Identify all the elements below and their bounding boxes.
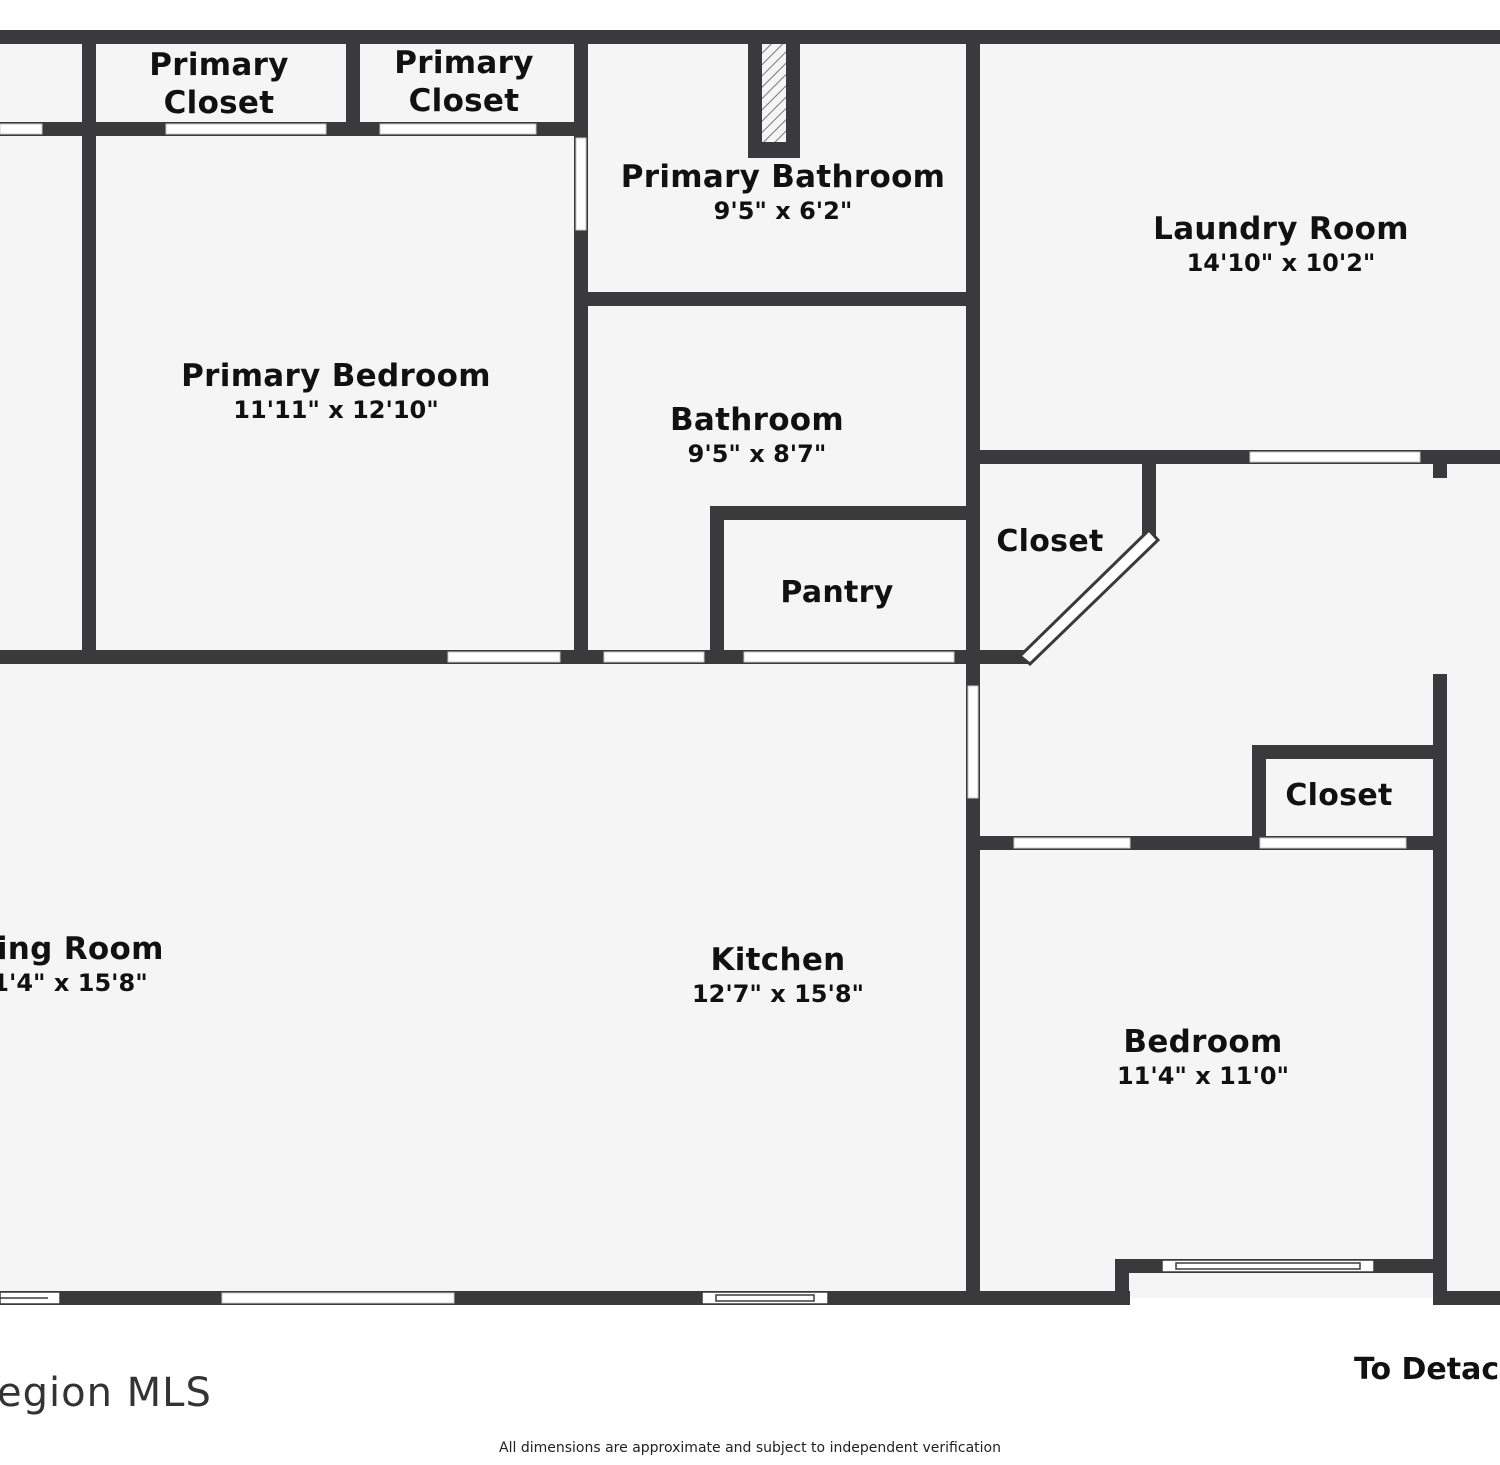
opening-bathroom bbox=[603, 651, 705, 663]
wall-bottom-right bbox=[1433, 1291, 1500, 1305]
closet-hall-name: Closet bbox=[996, 524, 1104, 559]
wall-closet-mid bbox=[346, 36, 360, 136]
kitchen-dims: 12'7" x 15'8" bbox=[691, 980, 865, 1008]
wall-pantry-top bbox=[710, 506, 974, 520]
wall-bottom-left bbox=[0, 1291, 1130, 1305]
label-laundry-room: Laundry Room 14'10" x 10'2" bbox=[1153, 210, 1409, 278]
primary-bathroom-dims: 9'5" x 6'2" bbox=[713, 197, 853, 225]
wall-bump-left bbox=[1115, 1259, 1129, 1305]
window-bedroom-pane bbox=[1175, 1262, 1361, 1270]
opening-primary-bath bbox=[575, 137, 587, 231]
bedroom-dims: 11'4" x 11'0" bbox=[1116, 1062, 1290, 1090]
primary-closet-2-line1: Primary bbox=[394, 45, 534, 81]
label-closet-hall: Closet bbox=[996, 523, 1103, 561]
opening-pantry bbox=[743, 651, 955, 663]
closet-diagonal-door bbox=[1017, 527, 1161, 666]
label-primary-closet-2: Primary Closet bbox=[394, 44, 533, 120]
label-primary-bedroom: Primary Bedroom 11'11" x 12'10" bbox=[181, 357, 491, 425]
primary-closet-1-line1: Primary bbox=[149, 47, 289, 83]
opening-living-bottom bbox=[221, 1292, 455, 1304]
watermark: Region MLS bbox=[0, 1370, 212, 1416]
primary-closet-1-line2: Closet bbox=[163, 85, 275, 121]
living-room-name: ving Room bbox=[0, 931, 164, 967]
label-bathroom: Bathroom 9'5" x 8'7" bbox=[670, 401, 844, 469]
label-closet-bedroom: Closet bbox=[1285, 777, 1392, 815]
wall-bed-closet-top bbox=[1252, 745, 1447, 759]
label-kitchen: Kitchen 12'7" x 15'8" bbox=[692, 941, 864, 1009]
bathroom-dims: 9'5" x 8'7" bbox=[687, 440, 827, 468]
opening-primary-closet-2 bbox=[379, 123, 537, 135]
detached-label: To Detach bbox=[1354, 1352, 1500, 1387]
wall-bed-closet-left bbox=[1252, 745, 1266, 850]
wall-closet-left bbox=[82, 36, 96, 664]
primary-bedroom-name: Primary Bedroom bbox=[181, 358, 491, 394]
living-room-dims: 1'4" x 15'8" bbox=[0, 969, 148, 997]
closet-bedroom-name: Closet bbox=[1285, 778, 1393, 813]
opening-primary-closet-1 bbox=[165, 123, 327, 135]
opening-bed-closet bbox=[1259, 837, 1407, 849]
opening-bedroom bbox=[1013, 837, 1131, 849]
wall-pantry-left bbox=[710, 506, 724, 664]
label-pantry: Pantry bbox=[780, 574, 893, 612]
laundry-room-name: Laundry Room bbox=[1153, 211, 1409, 247]
bathroom-name: Bathroom bbox=[669, 402, 845, 438]
primary-bathroom-name: Primary Bathroom bbox=[620, 159, 946, 195]
wall-closet-right-stub bbox=[1142, 456, 1156, 538]
label-living-room: ving Room 1'4" x 15'8" bbox=[0, 930, 164, 998]
label-primary-closet-1: Primary Closet bbox=[149, 46, 288, 122]
chimney-flue bbox=[762, 44, 786, 142]
wall-laundry-stub bbox=[1433, 456, 1447, 478]
opening-kitchen-hall bbox=[967, 685, 979, 799]
laundry-room-dims: 14'10" x 10'2" bbox=[1186, 249, 1376, 277]
label-primary-bathroom: Primary Bathroom 9'5" x 6'2" bbox=[621, 158, 946, 226]
wall-right bbox=[1433, 674, 1447, 1304]
wall-bath-divider bbox=[580, 292, 974, 306]
opening-primary-bedroom bbox=[447, 651, 561, 663]
opening-closet-left bbox=[0, 123, 43, 135]
opening-laundry bbox=[1249, 451, 1421, 463]
kitchen-name: Kitchen bbox=[710, 942, 846, 978]
floor-area bbox=[0, 36, 1500, 1298]
label-bedroom: Bedroom 11'4" x 11'0" bbox=[1117, 1023, 1289, 1091]
window-kitchen-pane bbox=[715, 1294, 815, 1302]
primary-closet-2-line2: Closet bbox=[408, 83, 520, 119]
disclaimer: All dimensions are approximate and subje… bbox=[499, 1440, 1001, 1456]
primary-bedroom-dims: 11'11" x 12'10" bbox=[233, 396, 439, 424]
pantry-name: Pantry bbox=[780, 575, 894, 610]
bedroom-name: Bedroom bbox=[1123, 1024, 1283, 1060]
wall-laundry-bottom bbox=[974, 450, 1500, 464]
wall-center bbox=[966, 36, 980, 1298]
